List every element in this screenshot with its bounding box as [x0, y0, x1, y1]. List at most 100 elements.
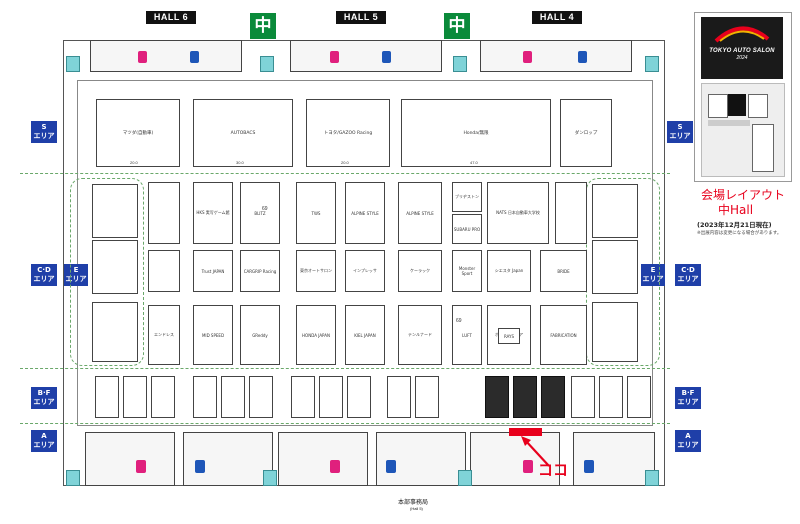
e-area-left-cluster [70, 178, 144, 366]
area-tag-a-right: A エリア [675, 430, 701, 452]
entrance-door [645, 56, 659, 72]
small-booth[interactable] [571, 376, 595, 418]
booth-cd-r1-g[interactable]: ブリヂストン [452, 182, 482, 212]
bottom-entrance-block [278, 432, 368, 486]
booth-number: 69 [262, 206, 268, 212]
booth-dimension: 20.0 [130, 160, 138, 165]
area-tag-bf-left: B·F エリア [31, 387, 57, 409]
area-tag-line: B·F [681, 389, 695, 397]
entrance-door [66, 470, 80, 486]
booth-cd-r1-c[interactable]: BLITZ [240, 182, 280, 244]
restroom-women-icon [330, 460, 340, 473]
small-booth[interactable] [485, 376, 509, 418]
booth-cd-r2-h[interactable]: シエスタ Japan [487, 250, 531, 292]
booth-cd-r2-d[interactable]: 東京オートサロン [296, 250, 336, 292]
small-booth[interactable] [92, 184, 138, 238]
area-tag-bf-right: B·F エリア [675, 387, 701, 409]
small-booth[interactable] [291, 376, 315, 418]
small-booth[interactable] [347, 376, 371, 418]
booth-cd-r2-a[interactable] [148, 250, 180, 292]
booth-cd-r3-g[interactable]: LUFT [452, 305, 482, 365]
area-tag-s-right: S エリア [667, 121, 693, 143]
booth-dimension: 20.0 [341, 160, 349, 165]
booth-cd-r2-f[interactable]: ケーラック [398, 250, 442, 292]
area-tag-a-left: A エリア [31, 430, 57, 452]
area-tag-line: S [677, 123, 683, 131]
booth-cd-r2-g[interactable]: Monster Sport [452, 250, 482, 292]
small-booth[interactable] [599, 376, 623, 418]
panel-title: 会場レイアウト [701, 188, 786, 202]
restroom-men-icon [195, 460, 205, 473]
booth-cd-r3-d[interactable]: HONDA JAPAN [296, 305, 336, 365]
info-panel-card: TOKYO AUTO SALON 2024 [694, 12, 792, 182]
small-booth[interactable] [193, 376, 217, 418]
area-tag-line: E [73, 266, 79, 274]
booth-cd-r3-e[interactable]: KIEL JAPAN [345, 305, 385, 365]
booth-cd-r1-d[interactable]: TWS [296, 182, 336, 244]
area-tag-line: エリア [65, 275, 87, 283]
small-booth[interactable] [627, 376, 651, 418]
booth-cd-r1-b[interactable]: HKS 実写ゲーム館 [193, 182, 233, 244]
booth-number: 69 [456, 318, 462, 324]
small-booth[interactable] [541, 376, 565, 418]
booth-cd-r2-e[interactable]: インプレッサ [345, 250, 385, 292]
area-tag-cd-right: C·D エリア [675, 264, 701, 286]
small-booth[interactable] [221, 376, 245, 418]
small-booth[interactable] [415, 376, 439, 418]
logo-text: TOKYO AUTO SALON [709, 48, 775, 54]
small-booth[interactable] [513, 376, 537, 418]
booth-cd-r3-f[interactable]: テンルナード [398, 305, 442, 365]
area-tag-line: B·F [37, 389, 51, 397]
booth-cd-r1-h[interactable]: SUBARU PRO [452, 214, 482, 244]
top-structure [290, 40, 442, 72]
area-tag-s-left: S エリア [31, 121, 57, 143]
small-booth[interactable] [592, 184, 638, 238]
small-booth[interactable] [151, 376, 175, 418]
small-booth[interactable] [387, 376, 411, 418]
small-booth[interactable] [592, 240, 638, 294]
bottom-entrance-block [183, 432, 273, 486]
booth-s-4[interactable]: Honda/無限 [401, 99, 551, 167]
small-booth[interactable] [92, 302, 138, 362]
small-booth[interactable] [592, 302, 638, 362]
booth-cd-r1-e[interactable]: ALPINE STYLE [345, 182, 385, 244]
booth-s-1[interactable]: マツダ(自動車) [96, 99, 180, 167]
entrance-door [263, 470, 277, 486]
small-booth[interactable] [123, 376, 147, 418]
booth-cd-r3-i[interactable]: FABRICATION [540, 305, 587, 365]
booth-cd-r3-j[interactable]: RAYS [498, 328, 520, 344]
area-tag-cd-left: C·D エリア [31, 264, 57, 286]
pointer-arrow [521, 436, 550, 467]
small-booth[interactable] [249, 376, 273, 418]
koko-label: ココ [538, 461, 569, 479]
bottom-entrance-block [573, 432, 655, 486]
booth-cd-r1-j[interactable] [555, 182, 587, 244]
panel-note: ※出展内容は変更になる場合があります。 [697, 231, 782, 236]
small-booth[interactable] [92, 240, 138, 294]
highlighted-booth[interactable] [509, 428, 542, 436]
booth-cd-r1-i[interactable]: NATS 日本自動車大学校 [487, 182, 549, 244]
area-tag-line: エリア [677, 275, 699, 283]
restroom-men-icon [190, 51, 199, 63]
restroom-women-icon [330, 51, 339, 63]
booth-s-5[interactable]: ダンロップ [560, 99, 612, 167]
booth-cd-r3-b[interactable]: MID SPEED [193, 305, 233, 365]
zone-divider [20, 173, 670, 174]
area-tag-line: C·D [681, 266, 695, 274]
small-booth[interactable] [319, 376, 343, 418]
booth-cd-r1-a[interactable] [148, 182, 180, 244]
booth-cd-r2-b[interactable]: Trust JAPAN [193, 250, 233, 292]
booth-cd-r3-a[interactable]: エンドレス [148, 305, 180, 365]
booth-cd-r2-i[interactable]: BRIDE [540, 250, 587, 292]
booth-cd-r2-c[interactable]: CARGRIP Racing [240, 250, 280, 292]
bf-booth-row [95, 376, 655, 418]
booth-s-3[interactable]: トヨタ/GAZOO Racing [306, 99, 390, 167]
area-tag-line: エリア [33, 398, 55, 406]
booth-cd-r1-f[interactable]: ALPINE STYLE [398, 182, 442, 244]
center-entrance-mark-right: 中 [444, 13, 470, 39]
booth-cd-r3-c[interactable]: GReddy [240, 305, 280, 365]
area-tag-line: エリア [33, 132, 55, 140]
booth-s-2[interactable]: AUTOBACS [193, 99, 293, 167]
entrance-door [645, 470, 659, 486]
small-booth[interactable] [95, 376, 119, 418]
